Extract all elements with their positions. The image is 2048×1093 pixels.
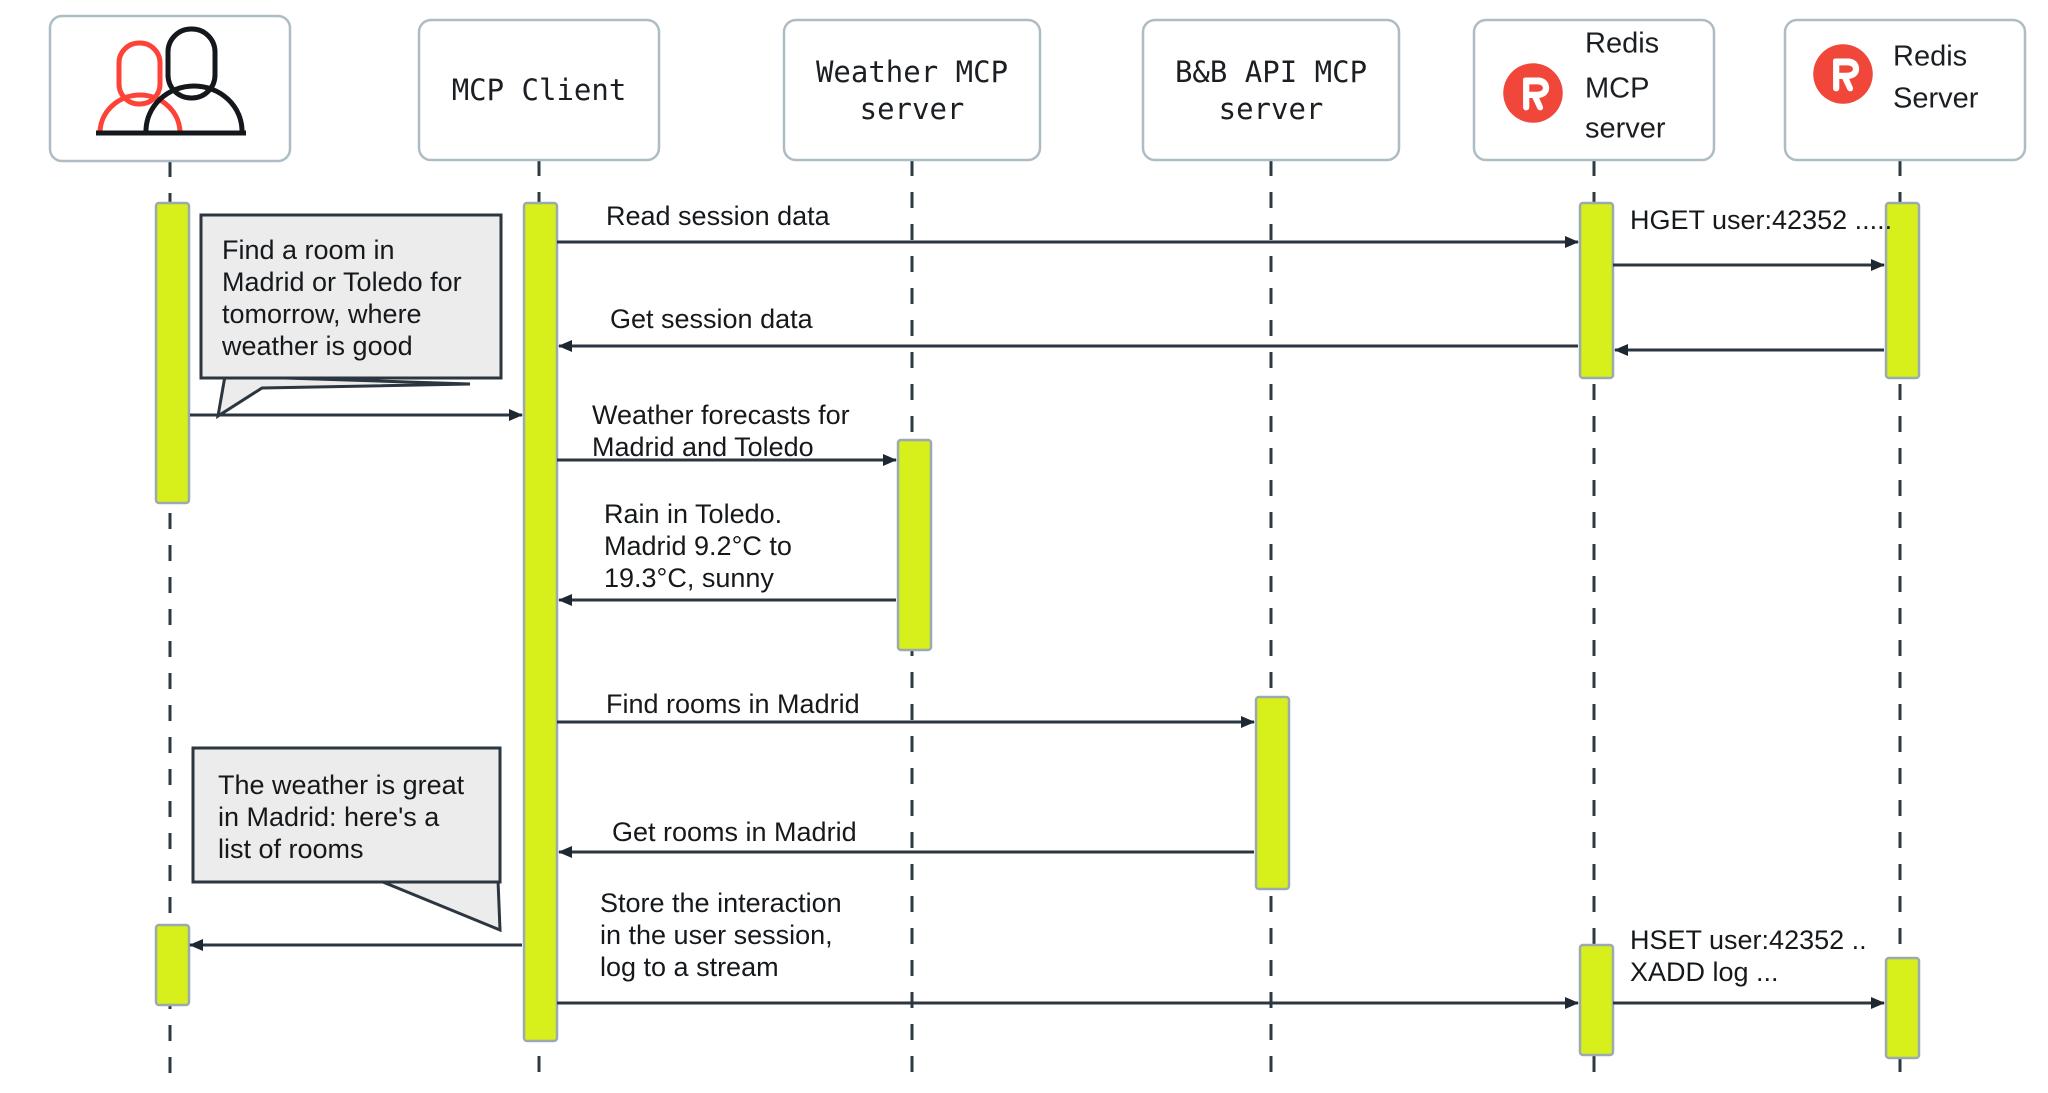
message-label-read-session-data: Read session data — [606, 201, 831, 231]
message-label-store-interaction-line1: Store the interaction — [600, 888, 842, 918]
redis-logo-icon-server — [1813, 44, 1873, 104]
participant-user[interactable] — [48, 14, 292, 163]
participant-box-bnb-api-mcp-server[interactable] — [1141, 18, 1401, 162]
assistant-reply-bubble-line2: in Madrid: here's a — [218, 802, 440, 832]
participant-mcp-client[interactable]: MCP Client — [417, 18, 661, 162]
user-request-bubble-line2: Madrid or Toledo for — [222, 267, 462, 297]
message-label-weather-reply-line3: 19.3°C, sunny — [604, 563, 774, 593]
participant-label-redis-mcp-line3: server — [1585, 113, 1666, 145]
message-label-store-interaction-line2: in the user session, — [600, 920, 833, 950]
activation-redis-mcp-2 — [1578, 943, 1615, 1057]
message-label-weather-reply-line2: Madrid 9.2°C to — [604, 531, 792, 561]
participant-label-weather-line2: server — [860, 92, 965, 126]
activation-bars-group — [154, 201, 1921, 1060]
user-request-bubble-line3: tomorrow, where — [222, 299, 422, 329]
participant-box-redis-mcp-server[interactable] — [1472, 18, 1716, 162]
assistant-reply-bubble-line1: The weather is great — [218, 770, 465, 800]
activation-redis-mcp-1 — [1578, 201, 1615, 380]
assistant-reply-bubble: The weather is great in Madrid: here's a… — [191, 746, 502, 933]
activation-redis-srv-2 — [1884, 956, 1921, 1060]
user-request-bubble-tail — [215, 374, 471, 420]
users-icon — [96, 26, 246, 136]
message-label-get-session-data: Get session data — [610, 304, 814, 334]
activation-mcp-client — [522, 201, 559, 1043]
user-request-bubble-line4: weather is good — [221, 331, 413, 361]
messages-group — [189, 236, 1885, 1009]
message-label-weather-forecasts-line2: Madrid and Toledo — [592, 432, 814, 462]
assistant-reply-bubble-body — [191, 746, 502, 884]
message-label-weather-forecasts-line1: Weather forecasts for — [592, 400, 850, 430]
message-labels-group: Read session data HGET user:42352 ..... … — [592, 201, 1892, 987]
message-label-find-rooms: Find rooms in Madrid — [606, 689, 860, 719]
participant-weather-mcp-server[interactable]: Weather MCP server — [782, 18, 1042, 162]
message-label-get-rooms: Get rooms in Madrid — [612, 817, 857, 847]
redis-logo-icon-mcp — [1503, 63, 1563, 123]
participant-label-redis-mcp-line1: Redis — [1585, 28, 1659, 60]
activation-redis-srv-1 — [1884, 201, 1921, 380]
participant-label-weather-line1: Weather MCP — [816, 55, 1008, 89]
message-label-weather-reply-line1: Rain in Toledo. — [604, 499, 782, 529]
participant-label-bnb-line2: server — [1219, 92, 1324, 126]
participant-bnb-api-mcp-server[interactable]: B&B API MCP server — [1141, 18, 1401, 162]
assistant-reply-bubble-line3: list of rooms — [218, 834, 364, 864]
activation-weather — [896, 438, 933, 652]
message-label-hget: HGET user:42352 ..... — [1630, 205, 1892, 235]
assistant-reply-bubble-tail — [377, 878, 502, 933]
user-request-bubble-body — [199, 213, 503, 380]
message-label-hset: HSET user:42352 .. — [1630, 925, 1867, 955]
activation-bnb — [1254, 695, 1291, 891]
participant-label-mcp-client: MCP Client — [452, 73, 627, 107]
participant-label-bnb-line1: B&B API MCP — [1175, 55, 1367, 89]
participant-label-redis-mcp-line2: MCP — [1585, 73, 1649, 105]
participant-label-redis-server-line1: Redis — [1893, 41, 1967, 73]
user-request-bubble-line1: Find a room in — [222, 235, 395, 265]
user-request-bubble: Find a room in Madrid or Toledo for tomo… — [199, 213, 503, 420]
message-label-store-interaction-line3: log to a stream — [600, 952, 779, 982]
activation-user-1 — [154, 201, 191, 505]
participant-box-mcp-client[interactable] — [417, 18, 661, 162]
participant-redis-mcp-server[interactable]: Redis MCP server — [1472, 18, 1716, 162]
participant-redis-server[interactable]: Redis Server — [1783, 18, 2027, 162]
activation-user-2 — [154, 923, 191, 1007]
participant-box-weather-mcp-server[interactable] — [782, 18, 1042, 162]
message-label-xadd: XADD log ... — [1630, 957, 1779, 987]
participant-label-redis-server-line2: Server — [1893, 83, 1979, 115]
